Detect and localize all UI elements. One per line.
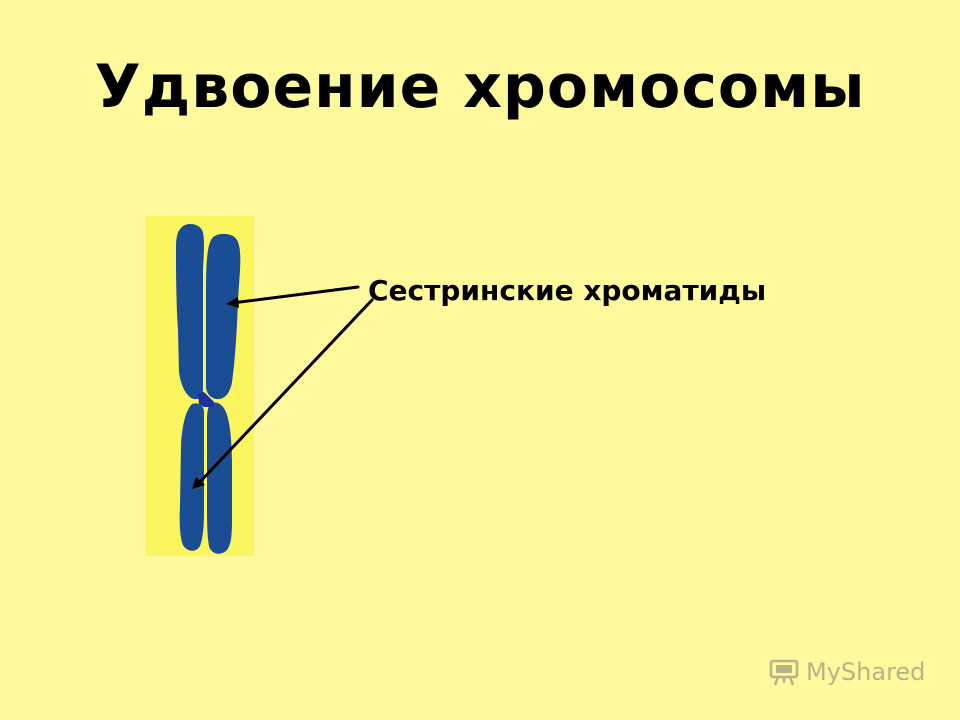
pointer-line-lower bbox=[196, 298, 374, 486]
left-chromatid-lower-arm bbox=[179, 403, 204, 551]
right-chromatid-lower-arm bbox=[207, 402, 232, 554]
watermark-text: MyShared bbox=[806, 658, 926, 686]
centromere bbox=[198, 392, 214, 407]
sister-chromatids-label: Сестринские хроматиды bbox=[368, 274, 767, 307]
pointer-line-upper bbox=[230, 285, 360, 305]
slide-title: Удвоение хромосомы bbox=[94, 52, 866, 122]
left-chromatid-upper-arm bbox=[176, 224, 204, 400]
watermark: MyShared bbox=[768, 656, 925, 688]
right-chromatid-upper-arm bbox=[206, 233, 241, 400]
pointer-arrowhead-lower bbox=[192, 477, 205, 489]
pointer-arrowhead-upper bbox=[226, 297, 239, 308]
presentation-board-icon bbox=[769, 659, 799, 686]
